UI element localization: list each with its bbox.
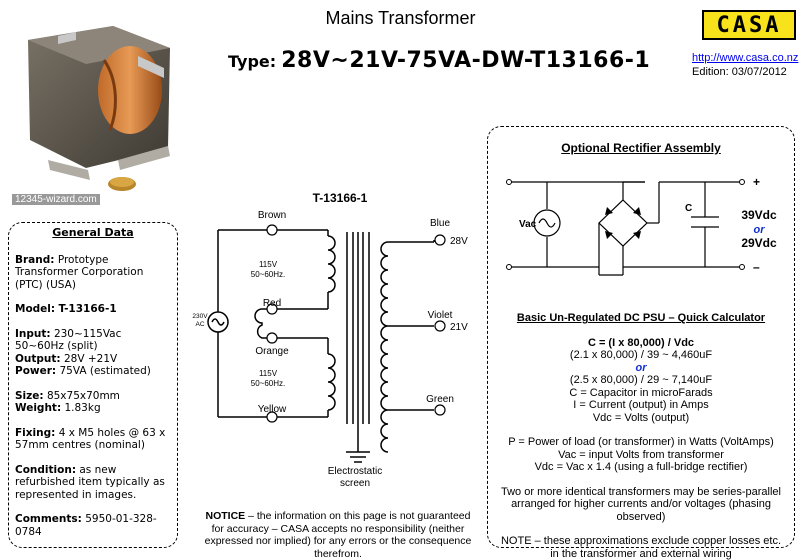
type-value: 28V~21V-75VA-DW-T13166-1	[281, 48, 650, 73]
fixing-row: Fixing: 4 x M5 holes @ 63 x 57mm centres…	[15, 427, 171, 452]
capacitor-label: C	[685, 203, 692, 214]
primary1-frequency: 50~60Hz.	[251, 270, 285, 279]
output-39vdc: 39Vdc	[741, 208, 777, 222]
physical-rows: Size: 85x75x70mm Weight: 1.83kg	[15, 390, 171, 415]
plus-terminal: +	[753, 175, 760, 189]
electrical-rows: Input: 230~115Vac 50~60Hz (split) Output…	[15, 328, 171, 378]
definition-vdc-bridge: Vdc = Vac x 1.4 (using a full-bridge rec…	[490, 461, 792, 474]
logo-text: CASA	[717, 13, 782, 38]
website-link[interactable]: http://www.casa.co.nz	[692, 52, 798, 64]
definition-i: I = Current (output) in Amps	[490, 399, 792, 412]
lead-green: Green	[426, 394, 454, 405]
input-row: Input: 230~115Vac 50~60Hz (split)	[15, 328, 171, 353]
output-or: or	[754, 224, 766, 236]
general-data-heading: General Data	[15, 227, 171, 240]
vac-label: Vac	[519, 219, 537, 230]
primary2-voltage: 115V	[259, 369, 278, 378]
lead-red: Red	[263, 298, 281, 309]
definition-vac: Vac = input Volts from transformer	[490, 449, 792, 462]
calculator-example-2: (2.5 x 80,000) / 29 ~ 7,140uF	[490, 374, 792, 387]
definition-p: P = Power of load (or transformer) in Wa…	[490, 436, 792, 449]
output-row: Output: 28V +21V	[15, 353, 171, 366]
label-28v: 28V	[450, 236, 468, 247]
comments-row: Comments: 5950-01-328-0784	[15, 513, 171, 538]
psu-calculator: Basic Un-Regulated DC PSU – Quick Calcul…	[490, 312, 792, 560]
calculator-heading: Basic Un-Regulated DC PSU – Quick Calcul…	[490, 312, 792, 325]
weight-row: Weight: 1.83kg	[15, 402, 171, 415]
screen-label-line2: screen	[340, 478, 370, 489]
losses-note-line2: in the transformer and external wiring	[490, 548, 792, 560]
type-label: Type:	[228, 52, 276, 71]
rectifier-schematic: Vac C + – 39Vdc or 29Vdc	[495, 165, 790, 295]
primary1-voltage: 115V	[259, 260, 278, 269]
transformer-schematic: T-13166-1 B	[188, 184, 478, 504]
notice-label: NOTICE	[206, 510, 246, 522]
calculator-or: or	[490, 362, 792, 375]
rectifier-title: Optional Rectifier Assembly	[487, 141, 795, 155]
schematic-title: T-13166-1	[313, 191, 368, 205]
lead-yellow: Yellow	[258, 404, 287, 415]
power-row: Power: 75VA (estimated)	[15, 365, 171, 378]
casa-logo: CASA	[702, 10, 796, 40]
series-note-line1: Two or more identical transformers may b…	[490, 486, 792, 499]
type-line: Type: 28V~21V-75VA-DW-T13166-1	[228, 48, 650, 73]
notice-text: – the information on this page is not gu…	[205, 510, 472, 560]
lead-blue: Blue	[430, 218, 450, 229]
definition-vdc: Vdc = Volts (output)	[490, 412, 792, 425]
brand-row: Brand: Prototype Transformer Corporation…	[15, 254, 171, 292]
lead-orange: Orange	[255, 346, 289, 357]
source-type: AC	[195, 321, 204, 328]
lead-violet: Violet	[428, 310, 453, 321]
screen-label-line1: Electrostatic	[328, 466, 382, 477]
lead-brown: Brown	[258, 210, 286, 221]
primary2-frequency: 50~60Hz.	[251, 379, 285, 388]
definition-c: C = Capacitor in microFarads	[490, 387, 792, 400]
general-data-panel: General Data Brand: Prototype Transforme…	[8, 222, 178, 548]
calculator-formula: C = (I x 80,000) / Vdc	[490, 337, 792, 350]
transformer-photo	[18, 20, 184, 206]
losses-note-line1: NOTE – these approximations exclude copp…	[490, 535, 792, 548]
size-row: Size: 85x75x70mm	[15, 390, 171, 403]
condition-row: Condition: as new refurbished item typic…	[15, 464, 171, 502]
minus-terminal: –	[753, 260, 760, 274]
model-row: Model: T-13166-1	[15, 303, 171, 316]
disclaimer-notice: NOTICE – the information on this page is…	[198, 510, 478, 560]
label-21v: 21V	[450, 322, 468, 333]
edition-date: Edition: 03/07/2012	[692, 66, 787, 78]
photo-watermark: 12345-wizard.com	[12, 194, 100, 205]
output-29vdc: 29Vdc	[741, 236, 777, 250]
series-note-line2: arranged for higher currents and/or volt…	[490, 498, 792, 523]
source-voltage: 230V	[192, 313, 208, 320]
calculator-example-1: (2.1 x 80,000) / 39 ~ 4,460uF	[490, 349, 792, 362]
